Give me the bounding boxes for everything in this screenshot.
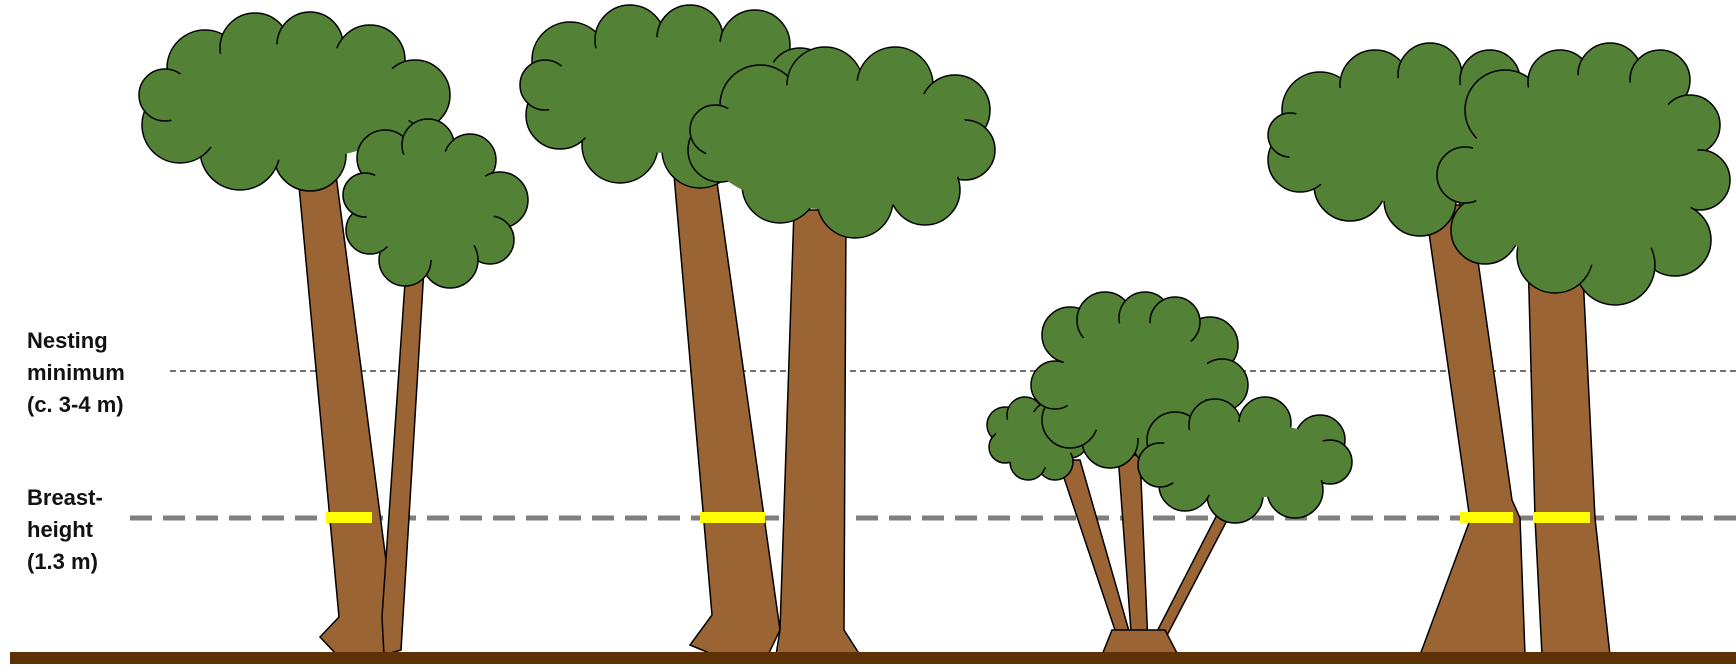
breast-height-label: Breast- height (1.3 m) [27,482,103,578]
nesting-minimum-label: Nesting minimum (c. 3-4 m) [27,325,125,421]
trunk [776,210,860,655]
nesting-label-line: Nesting [27,325,125,357]
trunk [382,268,424,655]
trunk [1528,255,1610,655]
ground [10,652,1736,664]
breast-height-marker [326,512,372,523]
trunk [1420,205,1525,655]
tree-group-3 [987,292,1352,655]
trunk [674,175,780,655]
tree-group-2 [520,5,995,655]
tree-group-1 [139,12,528,655]
breast-height-marker [1533,512,1590,523]
breast-label-line: Breast- [27,482,103,514]
tree-group-4 [1268,43,1730,655]
breast-height-marker [700,512,765,523]
nesting-label-line: (c. 3-4 m) [27,389,125,421]
breast-label-line: (1.3 m) [27,546,103,578]
trunk [1150,505,1235,645]
trunk [1102,630,1178,655]
breast-height-marker [1460,512,1513,523]
breast-label-line: height [27,514,103,546]
nesting-label-line: minimum [27,357,125,389]
